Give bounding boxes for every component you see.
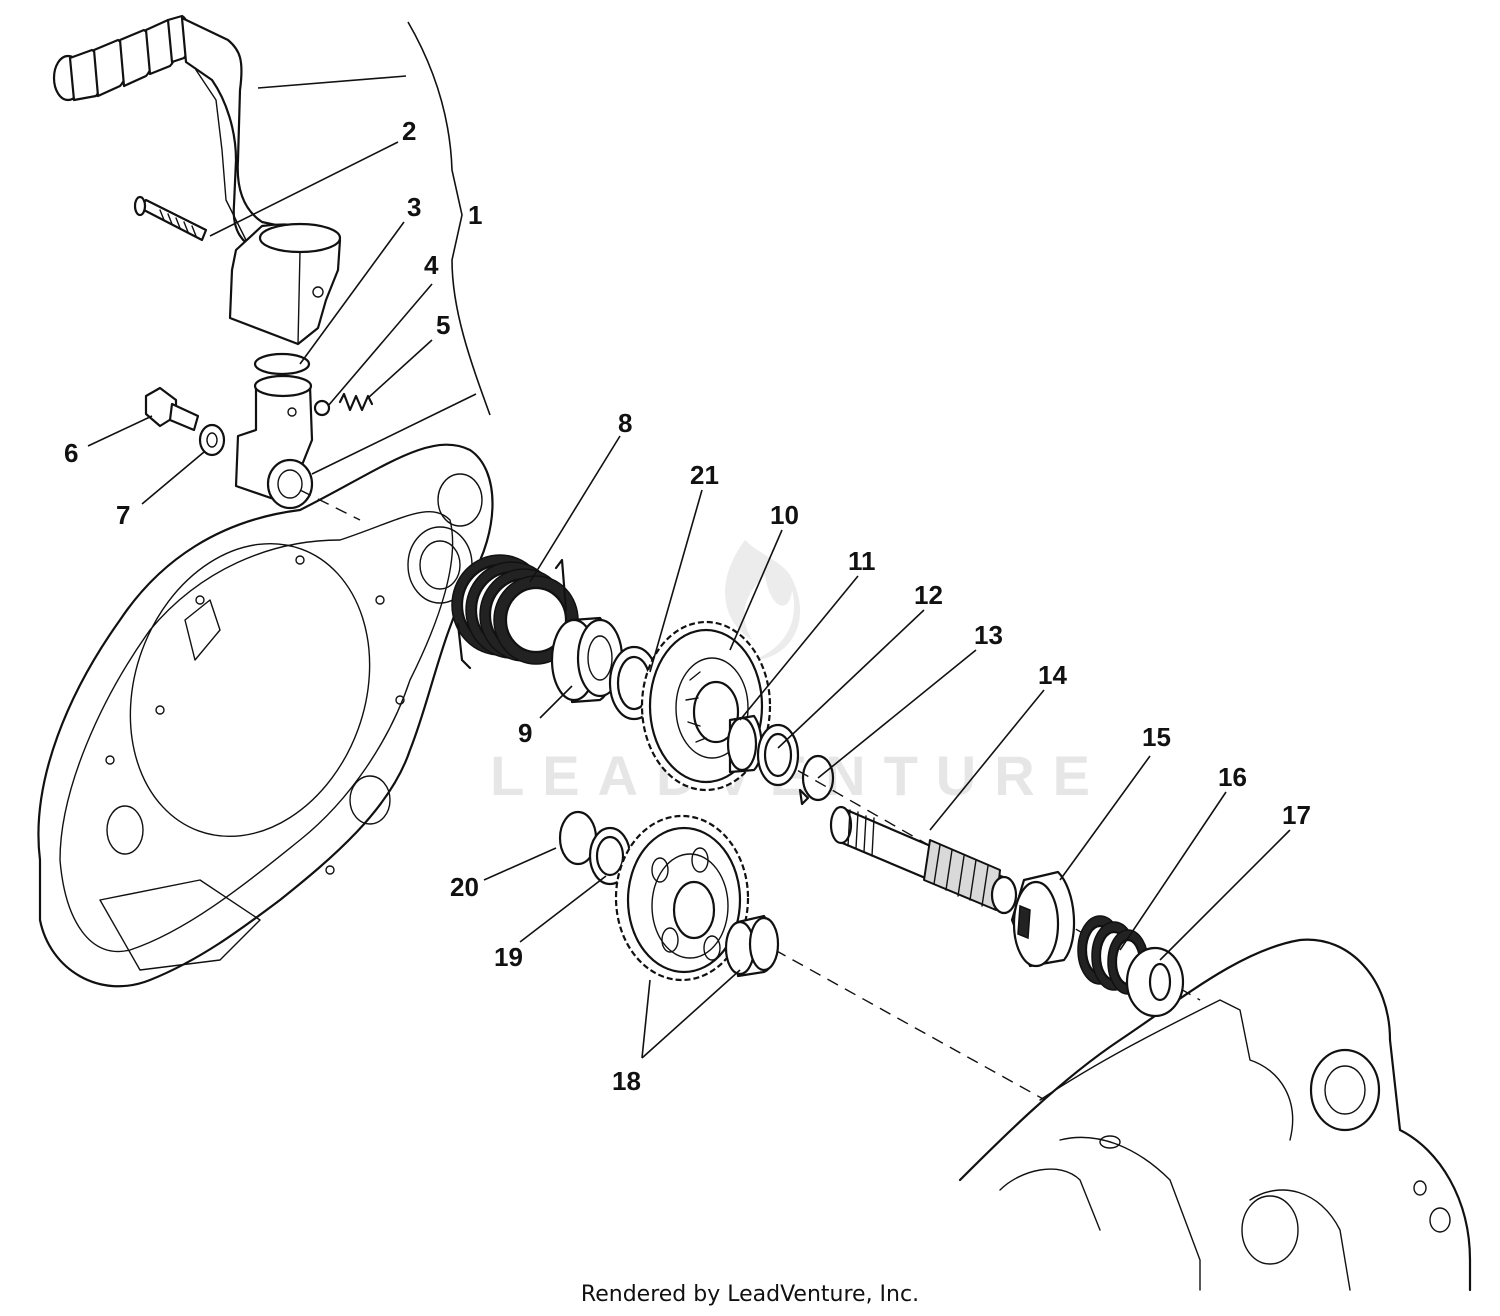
gear-collar <box>726 714 763 774</box>
callout-13: 13 <box>974 620 1003 650</box>
callout-10: 10 <box>770 500 799 530</box>
assembly-brace <box>407 21 491 416</box>
callout-7: 7 <box>116 500 130 530</box>
washer-17 <box>1125 946 1185 1018</box>
callout-12: 12 <box>914 580 943 610</box>
callout-19: 19 <box>494 942 523 972</box>
callout-18: 18 <box>612 1066 641 1096</box>
callout-4: 4 <box>424 250 439 280</box>
callout-1: 1 <box>468 200 482 230</box>
callout-6: 6 <box>64 438 78 468</box>
callout-20: 20 <box>450 872 479 902</box>
detent-ball <box>313 399 331 417</box>
leader-lines <box>87 75 1291 1059</box>
callout-8: 8 <box>618 408 632 438</box>
lever-shaft-boss <box>234 374 314 510</box>
axis-line-lower <box>774 949 1046 1101</box>
callout-2: 2 <box>402 116 416 146</box>
crankcase <box>958 938 1472 1292</box>
callout-14: 14 <box>1038 660 1067 690</box>
bushing <box>724 914 780 978</box>
lever-arm <box>180 16 292 252</box>
idle-gear <box>614 814 750 982</box>
kick-lever-part <box>52 14 342 346</box>
lever-grip <box>52 14 191 102</box>
ratchet <box>1010 870 1076 968</box>
callout-21: 21 <box>690 460 719 490</box>
axis-line-upper <box>299 489 361 521</box>
kick-shaft <box>829 805 1018 915</box>
callout-11: 11 <box>848 546 876 576</box>
torsion-spring <box>451 554 579 670</box>
washer-small <box>198 423 226 457</box>
clutch-cover <box>37 443 494 988</box>
o-ring <box>253 352 311 376</box>
callout-9: 9 <box>518 718 532 748</box>
callout-16: 16 <box>1218 762 1247 792</box>
callout-3: 3 <box>407 192 421 222</box>
detent-spring <box>338 392 374 412</box>
washer-12 <box>756 723 800 787</box>
footer-credit: Rendered by LeadVenture, Inc. <box>580 1282 920 1307</box>
callout-5: 5 <box>436 310 450 340</box>
callouts: 1 2 3 4 5 6 7 8 9 10 11 12 13 14 15 16 1… <box>64 116 1311 1096</box>
watermark-flame-icon <box>725 540 801 660</box>
callout-17: 17 <box>1282 800 1311 830</box>
flange-bolt <box>144 386 200 432</box>
bolt-screw <box>138 198 208 242</box>
callout-15: 15 <box>1142 722 1171 752</box>
circlip-13 <box>798 754 835 806</box>
